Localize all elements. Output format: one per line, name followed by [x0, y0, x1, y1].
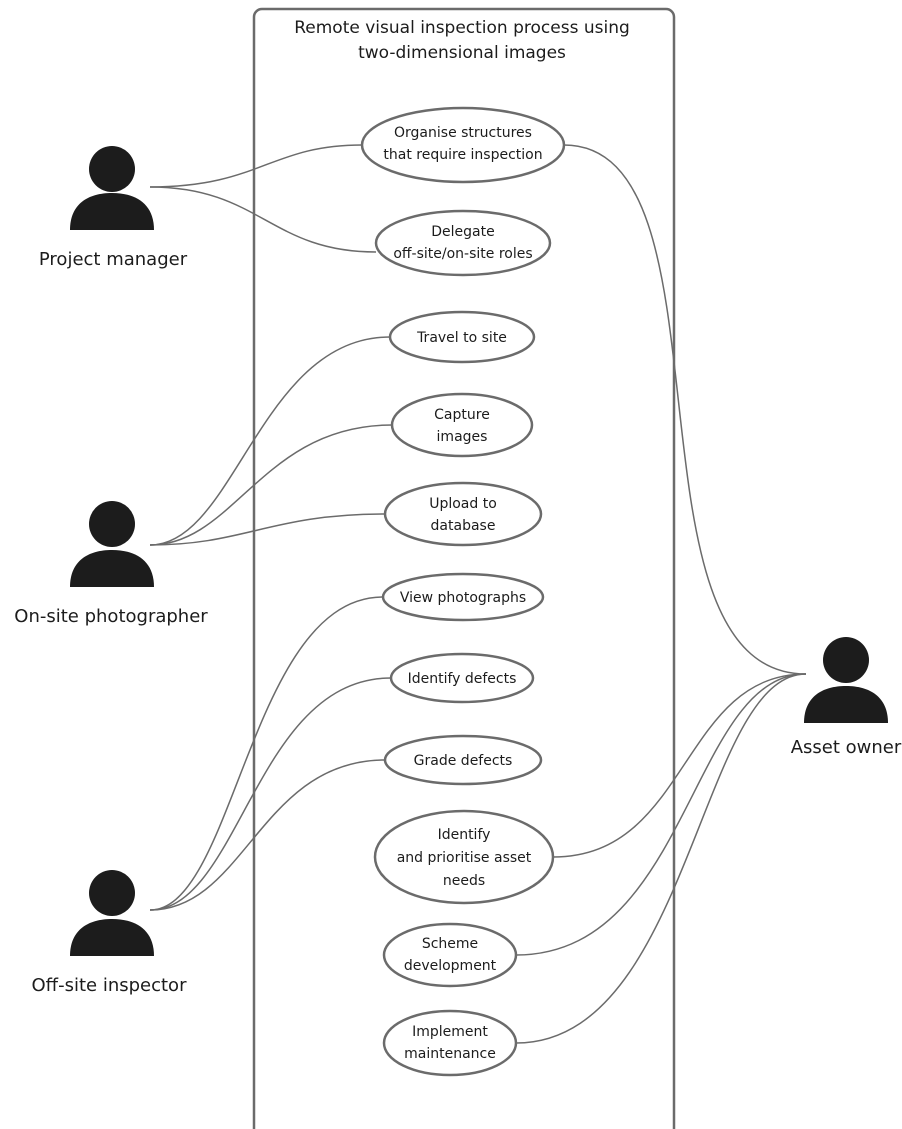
use-case-label: Implement [412, 1024, 488, 1040]
actor-label: On-site photographer [14, 606, 208, 627]
system-title-line-1: Remote visual inspection process using [294, 18, 630, 38]
connector-photographer-upload [149, 513, 386, 546]
use-case-label: Travel to site [416, 330, 507, 346]
actor-label: Asset owner [791, 737, 902, 758]
use-case-organise-structures[interactable]: Organise structures that require inspect… [360, 106, 566, 184]
connector-pm-organise [149, 144, 363, 188]
person-icon-body [70, 193, 154, 230]
person-icon-head [823, 637, 869, 683]
connector-inspector-view [149, 596, 384, 911]
use-case-label: needs [443, 873, 485, 889]
use-case-label: images [437, 429, 488, 445]
use-case-identify-prioritise-needs[interactable]: Identify and prioritise asset needs [373, 809, 555, 905]
actor-offsite-inspector[interactable]: Off-site inspector [32, 870, 188, 996]
person-icon-body [70, 919, 154, 956]
use-case-label: database [431, 518, 496, 534]
system-boundary: Remote visual inspection process using t… [252, 7, 676, 1129]
actor-asset-owner[interactable]: Asset owner [791, 637, 902, 758]
use-case-ellipse [383, 734, 543, 786]
use-case-label: off-site/on-site roles [393, 246, 532, 262]
use-case-label: Upload to [429, 496, 497, 512]
use-case-view-photographs[interactable]: View photographs [381, 572, 545, 622]
use-case-label: Organise structures [394, 125, 532, 141]
connector-owner-scheme [515, 673, 807, 956]
use-case-label: and prioritise asset [397, 850, 532, 866]
use-case-ellipse [388, 310, 536, 364]
use-case-ellipse [373, 809, 555, 905]
use-case-label: Identify defects [408, 671, 517, 687]
use-case-ellipse [389, 652, 535, 704]
connector-owner-organise [563, 144, 807, 675]
use-case-upload-to-database[interactable]: Upload to database [383, 481, 543, 547]
use-case-capture-images[interactable]: Capture images [390, 392, 534, 458]
person-icon-head [89, 146, 135, 192]
use-case-ellipse [360, 106, 566, 184]
use-case-ellipse [382, 1009, 518, 1077]
use-case-ellipse [383, 481, 543, 547]
connector-inspector-identify [149, 677, 392, 911]
actor-label: Project manager [39, 249, 188, 270]
connector-photographer-capture [149, 424, 393, 546]
person-icon-body [70, 550, 154, 587]
actor-project-manager[interactable]: Project manager [39, 146, 188, 270]
person-icon-head [89, 870, 135, 916]
use-case-grade-defects[interactable]: Grade defects [383, 734, 543, 786]
use-case-ellipse [374, 209, 552, 277]
person-icon-body [804, 686, 888, 723]
use-case-label: Scheme [422, 936, 478, 952]
use-case-ellipse [381, 572, 545, 622]
use-case-implement-maintenance[interactable]: Implement maintenance [382, 1009, 518, 1077]
use-case-label: maintenance [404, 1046, 496, 1062]
use-case-label: Capture [434, 407, 490, 423]
use-case-scheme-development[interactable]: Scheme development [382, 922, 518, 988]
connector-photographer-travel [149, 336, 391, 546]
use-case-ellipse [382, 922, 518, 988]
connector-owner-maintenance [515, 673, 807, 1044]
system-box [252, 7, 676, 1129]
use-case-label: that require inspection [383, 147, 542, 163]
actor-onsite-photographer[interactable]: On-site photographer [14, 501, 208, 627]
use-case-travel-to-site[interactable]: Travel to site [388, 310, 536, 364]
connector-pm-delegate [149, 186, 377, 253]
use-case-label: Identify [438, 827, 491, 843]
use-case-label: Grade defects [414, 753, 513, 769]
person-icon-head [89, 501, 135, 547]
use-case-label: Delegate [431, 224, 494, 240]
actor-label: Off-site inspector [32, 975, 188, 996]
system-title-line-2: two-dimensional images [358, 43, 566, 63]
connector-owner-needs [552, 673, 807, 858]
use-case-identify-defects[interactable]: Identify defects [389, 652, 535, 704]
use-case-delegate-roles[interactable]: Delegate off-site/on-site roles [374, 209, 552, 277]
connectors [149, 144, 807, 1044]
use-case-label: View photographs [400, 590, 526, 606]
connector-inspector-grade [149, 759, 386, 911]
use-case-label: development [404, 958, 497, 974]
use-case-ellipse [390, 392, 534, 458]
